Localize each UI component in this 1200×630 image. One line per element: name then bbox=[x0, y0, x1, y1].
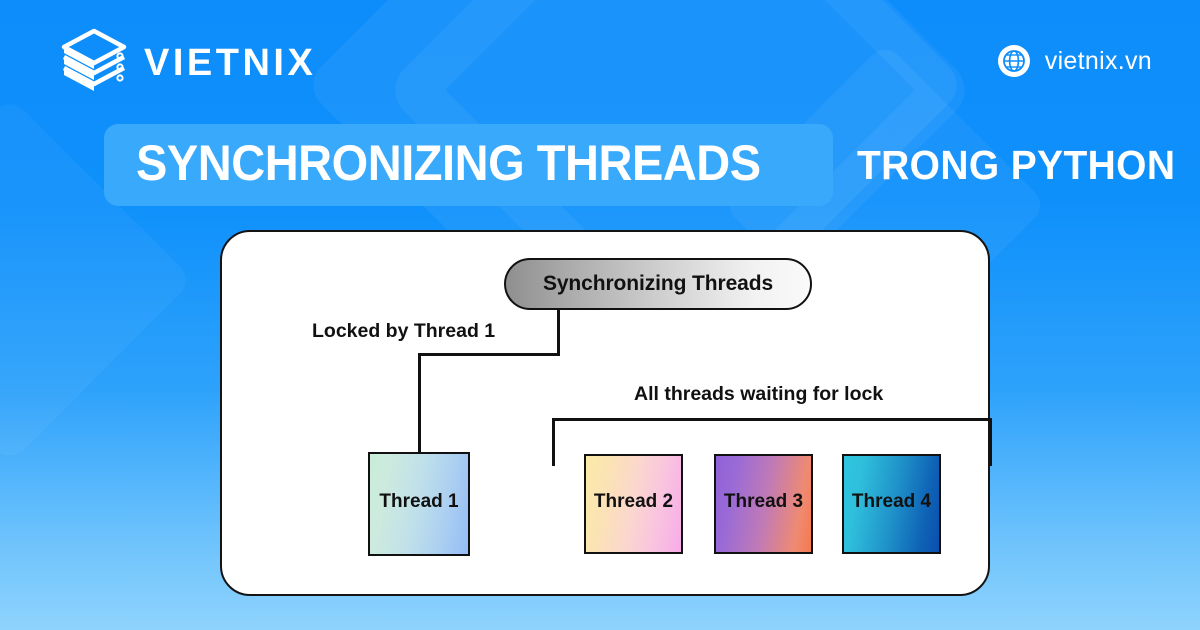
thread-label: Thread 1 bbox=[379, 491, 459, 512]
header: VIETNIX vietnix.vn bbox=[0, 0, 1200, 118]
thread-label: Thread 3 bbox=[723, 491, 804, 512]
thread-box-3: Thread 3 bbox=[714, 454, 813, 554]
stacked-layers-logo-icon bbox=[61, 28, 127, 91]
connector-horizontal-left bbox=[418, 353, 560, 356]
diagram-card: Synchronizing Threads Locked by Thread 1… bbox=[220, 230, 992, 598]
thread-box-4: Thread 4 bbox=[842, 454, 941, 554]
brand-name: VIETNIX bbox=[144, 42, 317, 84]
diagram-root-node: Synchronizing Threads bbox=[504, 258, 812, 310]
diagram-root-label: Synchronizing Threads bbox=[542, 272, 774, 295]
waiting-label: All threads waiting for lock bbox=[634, 383, 884, 405]
site-url-text: vietnix.vn bbox=[1044, 46, 1152, 75]
thread-box-1: Thread 1 bbox=[368, 452, 470, 556]
title-highlight-pill: SYNCHRONIZING THREADS bbox=[104, 124, 833, 206]
connector-root-down bbox=[557, 310, 560, 356]
waiting-bracket-left-arm bbox=[552, 418, 555, 466]
thread-label: Thread 2 bbox=[593, 491, 674, 512]
waiting-bracket-right-arm bbox=[989, 418, 992, 466]
waiting-bracket-top bbox=[552, 418, 992, 421]
brand-logo[interactable]: VIETNIX bbox=[58, 26, 316, 100]
connector-down-to-thread1 bbox=[418, 353, 421, 453]
locked-label: Locked by Thread 1 bbox=[312, 320, 496, 342]
title-main-text: SYNCHRONIZING THREADS bbox=[136, 135, 761, 191]
globe-icon bbox=[997, 45, 1030, 77]
page-title: SYNCHRONIZING THREADS TRONG PYTHON bbox=[104, 124, 1192, 206]
thread-label: Thread 4 bbox=[851, 491, 932, 512]
site-url-badge[interactable]: vietnix.vn bbox=[997, 44, 1152, 78]
threads-diagram: Synchronizing Threads Locked by Thread 1… bbox=[222, 232, 992, 598]
thread-box-2: Thread 2 bbox=[584, 454, 683, 554]
title-subtitle-text: TRONG PYTHON bbox=[856, 141, 1175, 188]
